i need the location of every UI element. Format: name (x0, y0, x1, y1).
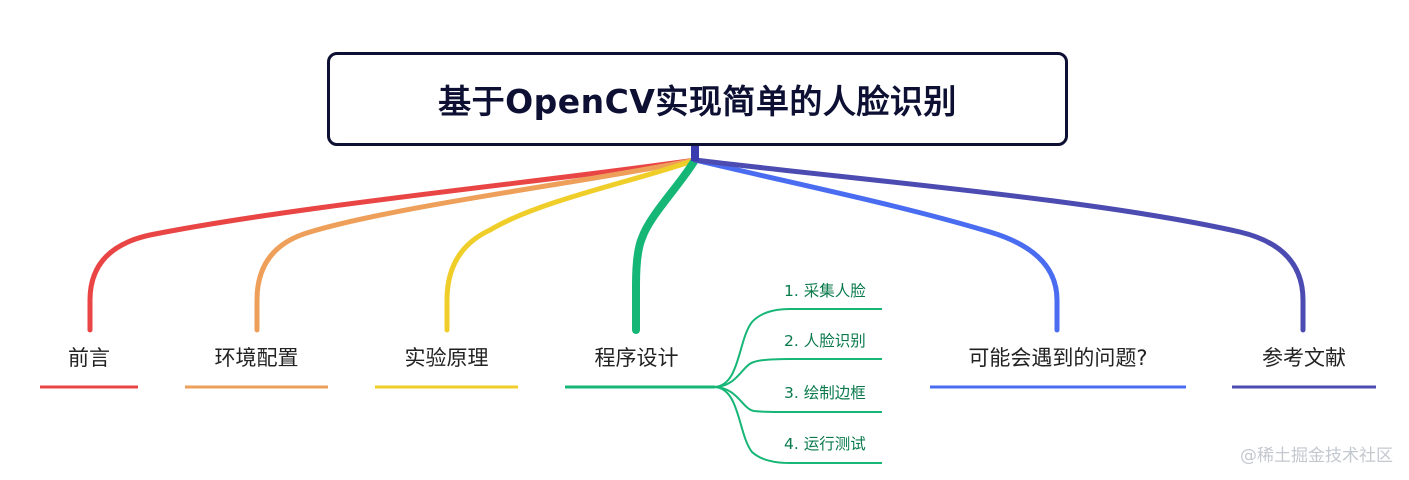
branch-label-preface[interactable]: 前言 (68, 346, 110, 370)
sub-connector-1 (714, 358, 882, 388)
connector-branch-4 (692, 157, 1060, 333)
sub-item-draw-box[interactable]: 3. 绘制边框 (784, 384, 866, 402)
connector-branch-2 (444, 157, 698, 333)
sub-item-face-recognition[interactable]: 2. 人脸识别 (784, 332, 866, 350)
connector-branch-3 (632, 156, 699, 334)
root-node[interactable]: 基于OpenCV实现简单的人脸识别 (327, 52, 1068, 146)
branch-label-program-design[interactable]: 程序设计 (594, 346, 679, 370)
root-title: 基于OpenCV实现简单的人脸识别 (438, 82, 957, 121)
branch-label-references[interactable]: 参考文献 (1262, 346, 1346, 370)
sub-connector-3 (714, 386, 882, 464)
branch-label-environment[interactable]: 环境配置 (214, 346, 299, 370)
watermark: @稀土掘金技术社区 (1240, 446, 1393, 466)
root-stem (691, 144, 699, 161)
branch-label-principle[interactable]: 实验原理 (404, 346, 489, 370)
connector-branch-1 (254, 157, 698, 333)
branch-label-problems[interactable]: 可能会遇到的问题? (968, 346, 1148, 370)
sub-item-run-test[interactable]: 4. 运行测试 (784, 435, 866, 453)
sub-connector-2 (714, 386, 882, 413)
sub-connector-0 (714, 308, 882, 388)
connector-branch-5 (692, 157, 1306, 333)
connector-branch-0 (87, 157, 698, 333)
sub-item-collect-faces[interactable]: 1. 采集人脸 (784, 282, 866, 300)
